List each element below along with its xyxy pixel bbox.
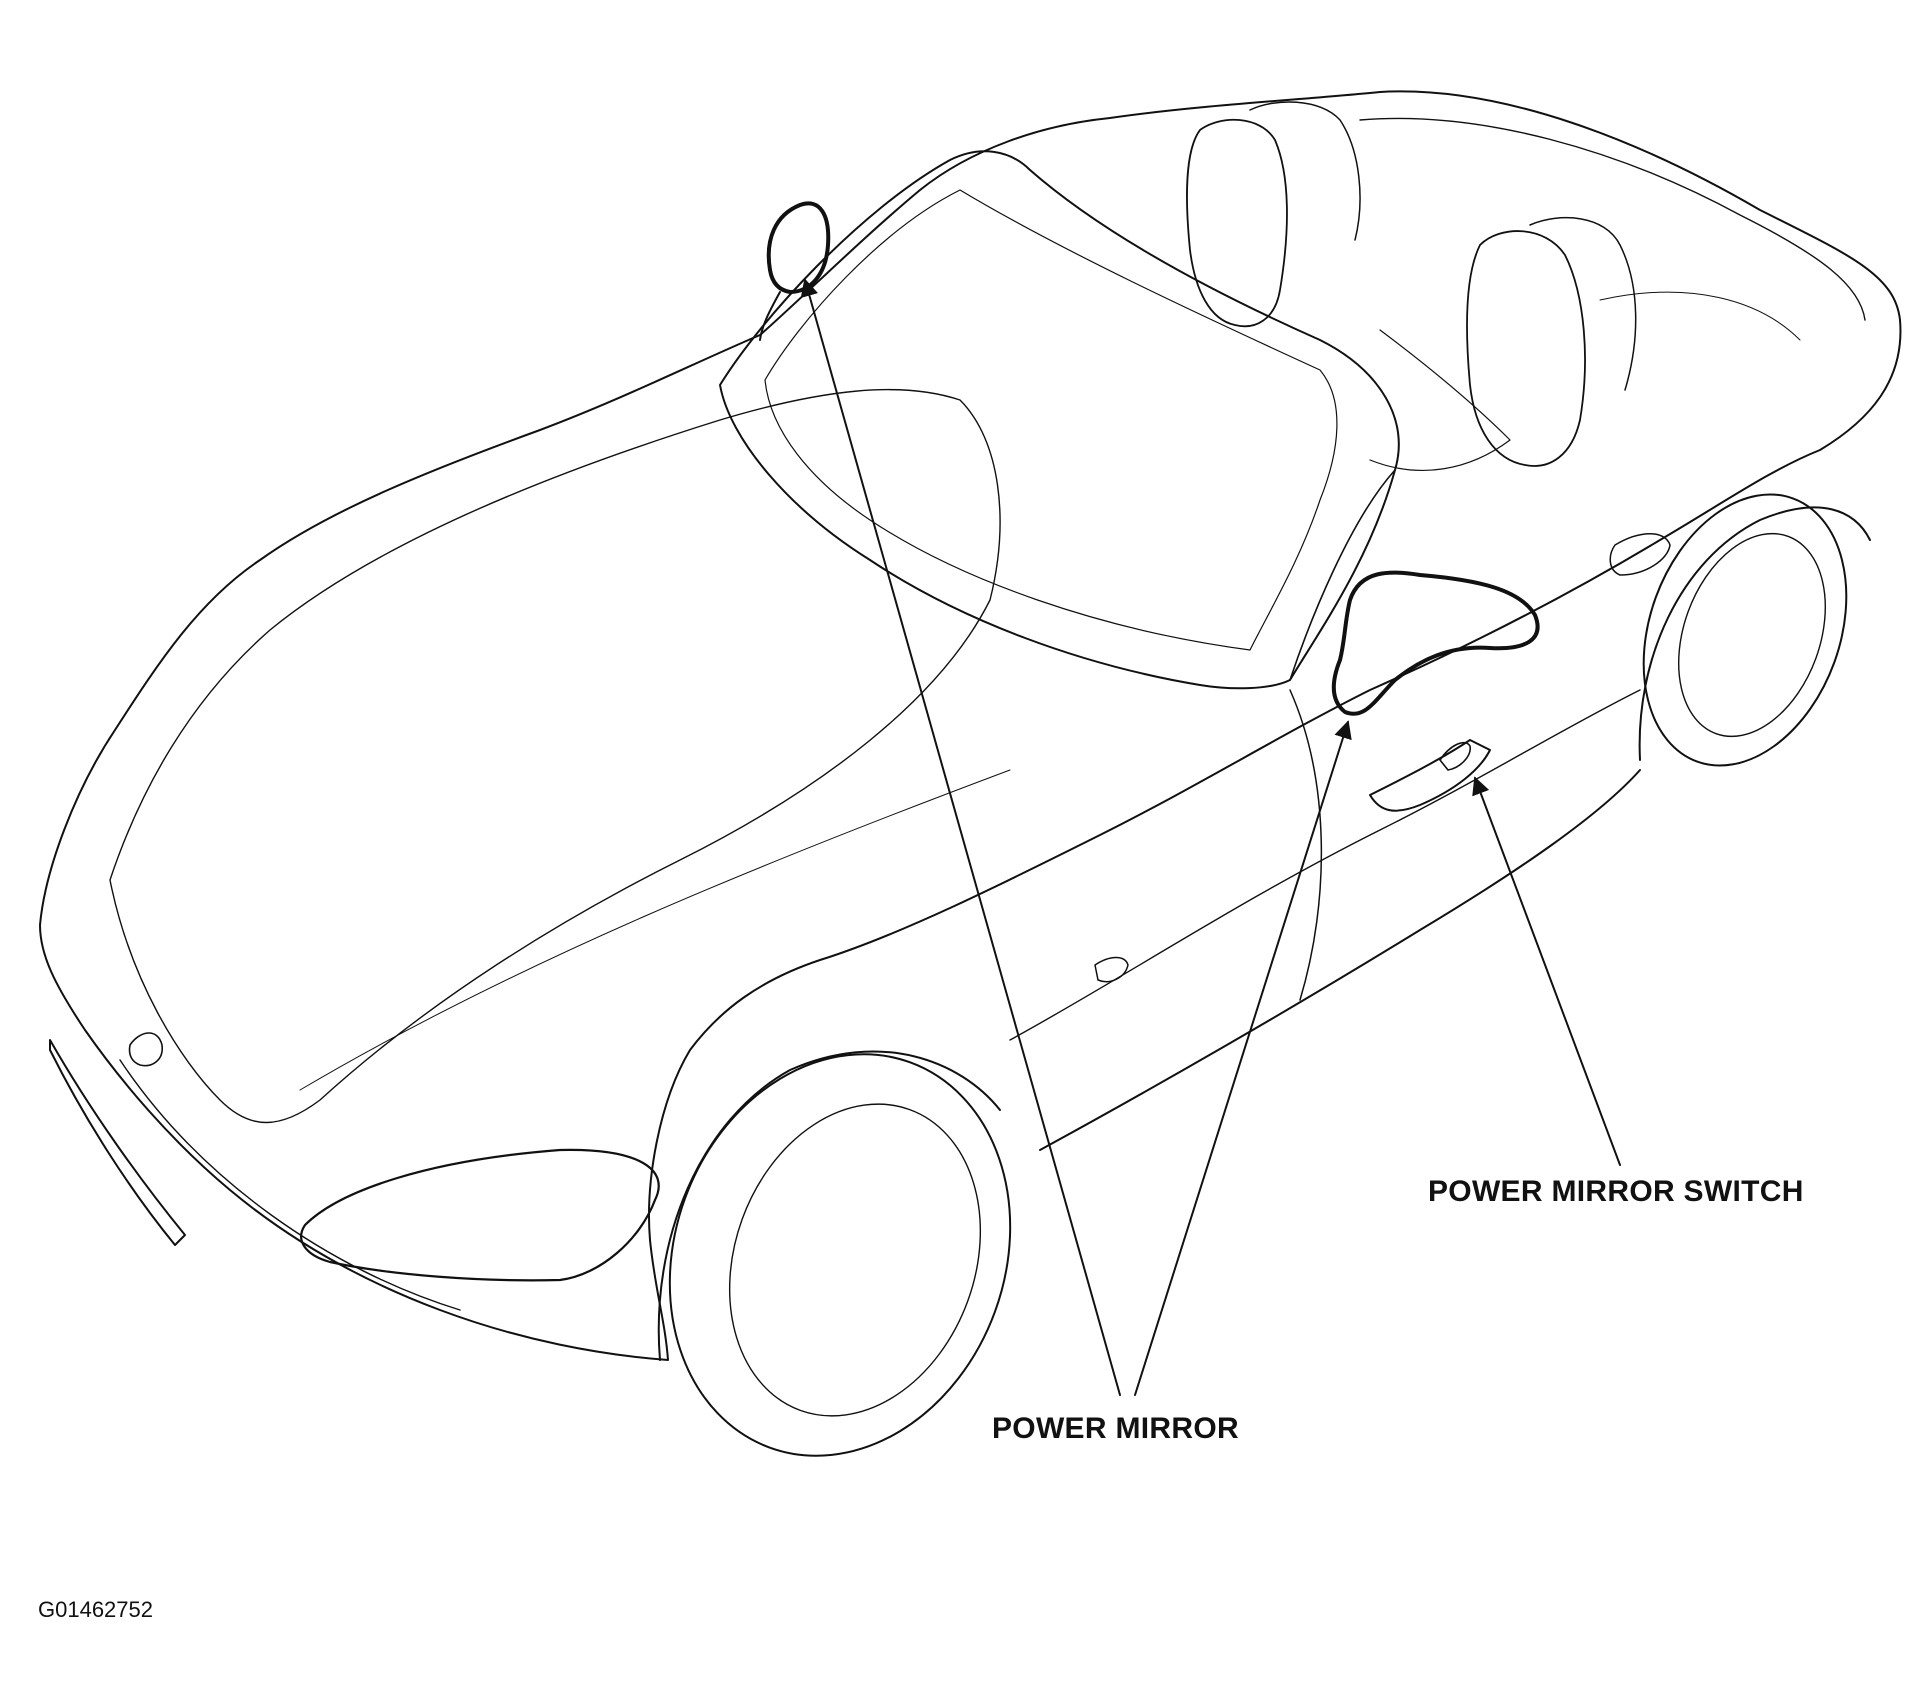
power-mirror-label: POWER MIRROR [992,1412,1239,1445]
rear-wheel-rim [1678,532,1826,738]
leader-switch [1472,776,1621,1166]
front-wheel-arch [657,1050,1001,1361]
leader-mirror-right [1134,720,1352,1396]
side-marker [1094,956,1129,983]
switch-knob [1439,741,1471,771]
side-crease [1009,689,1641,1041]
power-mirror-switch-label: POWER MIRROR SWITCH [1428,1175,1804,1208]
left-power-mirror [766,201,831,294]
a-pillar-right [1289,469,1396,681]
rear-wheel-tire [1642,493,1848,767]
front-nose [49,1039,186,1246]
front-wheel-rim [728,1103,982,1417]
rocker-line [1039,769,1641,1151]
seat-right-rest [1529,216,1637,391]
seat-right [1466,230,1586,467]
seat-left [1186,118,1288,328]
windshield-glass [764,189,1338,651]
rear-deck-inner [1599,291,1801,341]
left-mirror-stem [759,291,781,341]
leader-mirror-left [800,278,1121,1396]
seat-left-rest [1249,101,1361,241]
right-power-mirror [1331,570,1540,716]
front-lower-lip [119,1059,461,1311]
seat-cushion [1369,329,1511,471]
headlight [300,1148,660,1282]
hood-marker [128,1032,163,1067]
car-body-outline [39,90,1902,1361]
door-line [1289,689,1323,1001]
power-mirror-switch [1369,739,1491,812]
rear-wheel-arch [1638,506,1871,761]
figure-id: G01462752 [38,1597,153,1622]
door-handle [1609,533,1671,576]
front-wheel-tire [668,1053,1012,1457]
rear-deck [1359,117,1866,321]
hood-panel [109,388,1001,1124]
hood-center-line [299,769,1011,1091]
